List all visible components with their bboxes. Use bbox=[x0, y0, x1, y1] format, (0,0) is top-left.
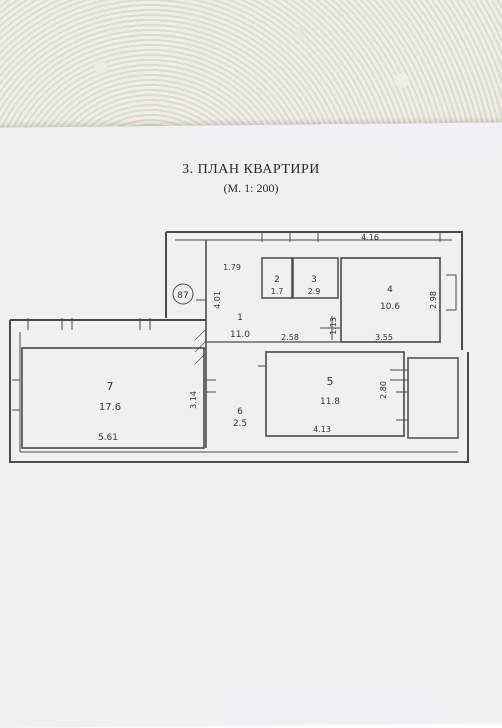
room-7-area: 17.6 bbox=[99, 402, 121, 413]
dimension-corridor-width: 1.79 bbox=[223, 263, 241, 272]
dimension-door: 1.13 bbox=[329, 317, 338, 335]
dimension-room-5-width: 4.13 bbox=[313, 425, 331, 434]
dimension-corridor-length: 4.01 bbox=[213, 291, 222, 309]
room-3-number: 3 bbox=[311, 275, 317, 285]
room-4-area: 10.6 bbox=[380, 302, 400, 312]
dimension-room-4-depth: 2.98 bbox=[429, 291, 438, 309]
room-5-area: 11.8 bbox=[320, 397, 340, 407]
floor-plan: 87 7 17.6 5 11.8 4 10.6 1 11.0 6 2.5 2 1… bbox=[9, 231, 469, 463]
room-5-number: 5 bbox=[327, 375, 334, 388]
dimension-room-4-width: 3.55 bbox=[375, 333, 393, 342]
room-4-number: 4 bbox=[387, 285, 393, 295]
dimension-top: 4.16 bbox=[361, 233, 379, 242]
room-1-number: 1 bbox=[237, 313, 243, 323]
dimension-room-7-depth: 3.14 bbox=[189, 391, 198, 409]
room-2-number: 2 bbox=[274, 275, 280, 285]
room-6-number: 6 bbox=[237, 407, 243, 417]
plan-title: 3. ПЛАН КВАРТИРИ bbox=[182, 162, 320, 177]
room-7-number: 7 bbox=[107, 380, 114, 393]
plan-mark: 87 bbox=[177, 291, 188, 301]
room-1-area: 11.0 bbox=[230, 330, 250, 340]
plan-scale: (М. 1: 200) bbox=[223, 181, 279, 195]
room-6-area: 2.5 bbox=[233, 419, 247, 429]
room-3-area: 2.9 bbox=[308, 287, 321, 296]
dimension-hall: 2.58 bbox=[281, 333, 299, 342]
dimension-room-7-width: 5.61 bbox=[98, 433, 118, 443]
room-2-area: 1.7 bbox=[271, 287, 284, 296]
dimension-room-5-depth: 2.80 bbox=[379, 381, 388, 399]
